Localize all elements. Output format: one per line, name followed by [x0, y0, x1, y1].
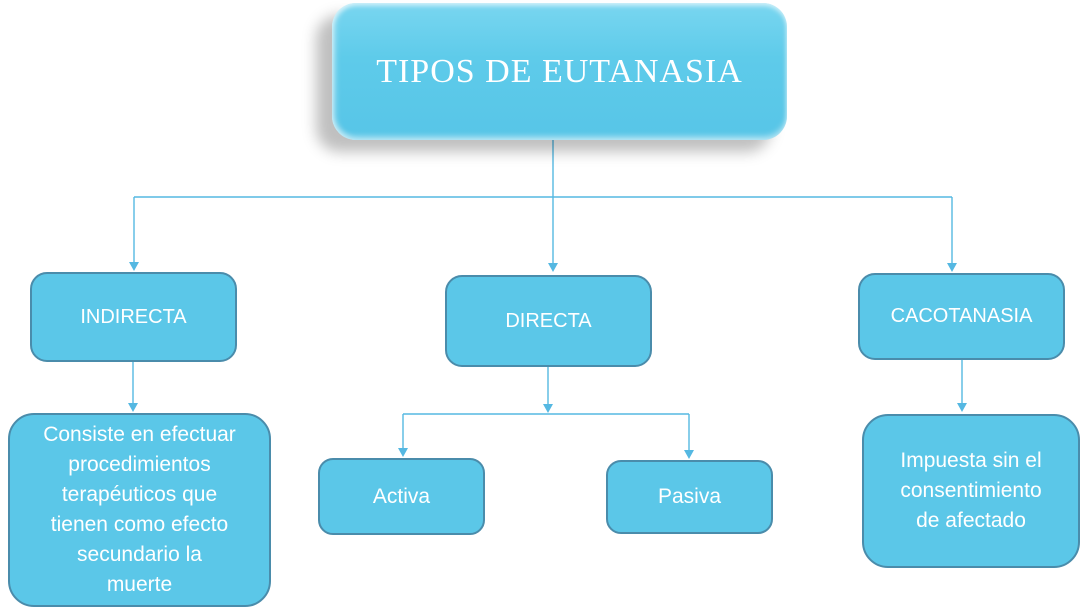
- node-activa-label: Activa: [372, 484, 431, 508]
- diagram-title: TIPOS DE EUTANASIA: [376, 52, 743, 90]
- arrowhead-indirecta-desc: [128, 403, 138, 412]
- node-cacotanasia: CACOTANASIA: [858, 273, 1065, 360]
- indirecta-description-text: Consiste en efectuar procedimientos tera…: [43, 423, 236, 596]
- node-directa: DIRECTA: [445, 275, 652, 367]
- arrowhead-cacotanasia: [947, 263, 957, 272]
- node-indirecta-description: Consiste en efectuar procedimientos tera…: [8, 413, 271, 607]
- arrowhead-activa: [398, 448, 408, 457]
- node-pasiva: Pasiva: [606, 460, 773, 534]
- node-pasiva-label: Pasiva: [657, 485, 722, 508]
- node-cacotanasia-label: CACOTANASIA: [890, 305, 1033, 327]
- arrowhead-pasiva: [684, 450, 694, 459]
- node-title: TIPOS DE EUTANASIA: [332, 3, 787, 140]
- cacotanasia-description-text: Impuesta sin el consentimiento de afecta…: [900, 449, 1042, 532]
- node-directa-label: DIRECTA: [505, 309, 592, 332]
- node-activa: Activa: [318, 458, 485, 535]
- arrowhead-cacotanasia-desc: [957, 403, 967, 412]
- arrowhead-directa: [548, 263, 558, 272]
- node-indirecta-label: INDIRECTA: [80, 305, 187, 328]
- arrowhead-split-junction: [543, 404, 553, 413]
- arrowhead-indirecta: [129, 262, 139, 271]
- node-indirecta: INDIRECTA: [30, 272, 237, 362]
- node-cacotanasia-description: Impuesta sin el consentimiento de afecta…: [862, 414, 1080, 568]
